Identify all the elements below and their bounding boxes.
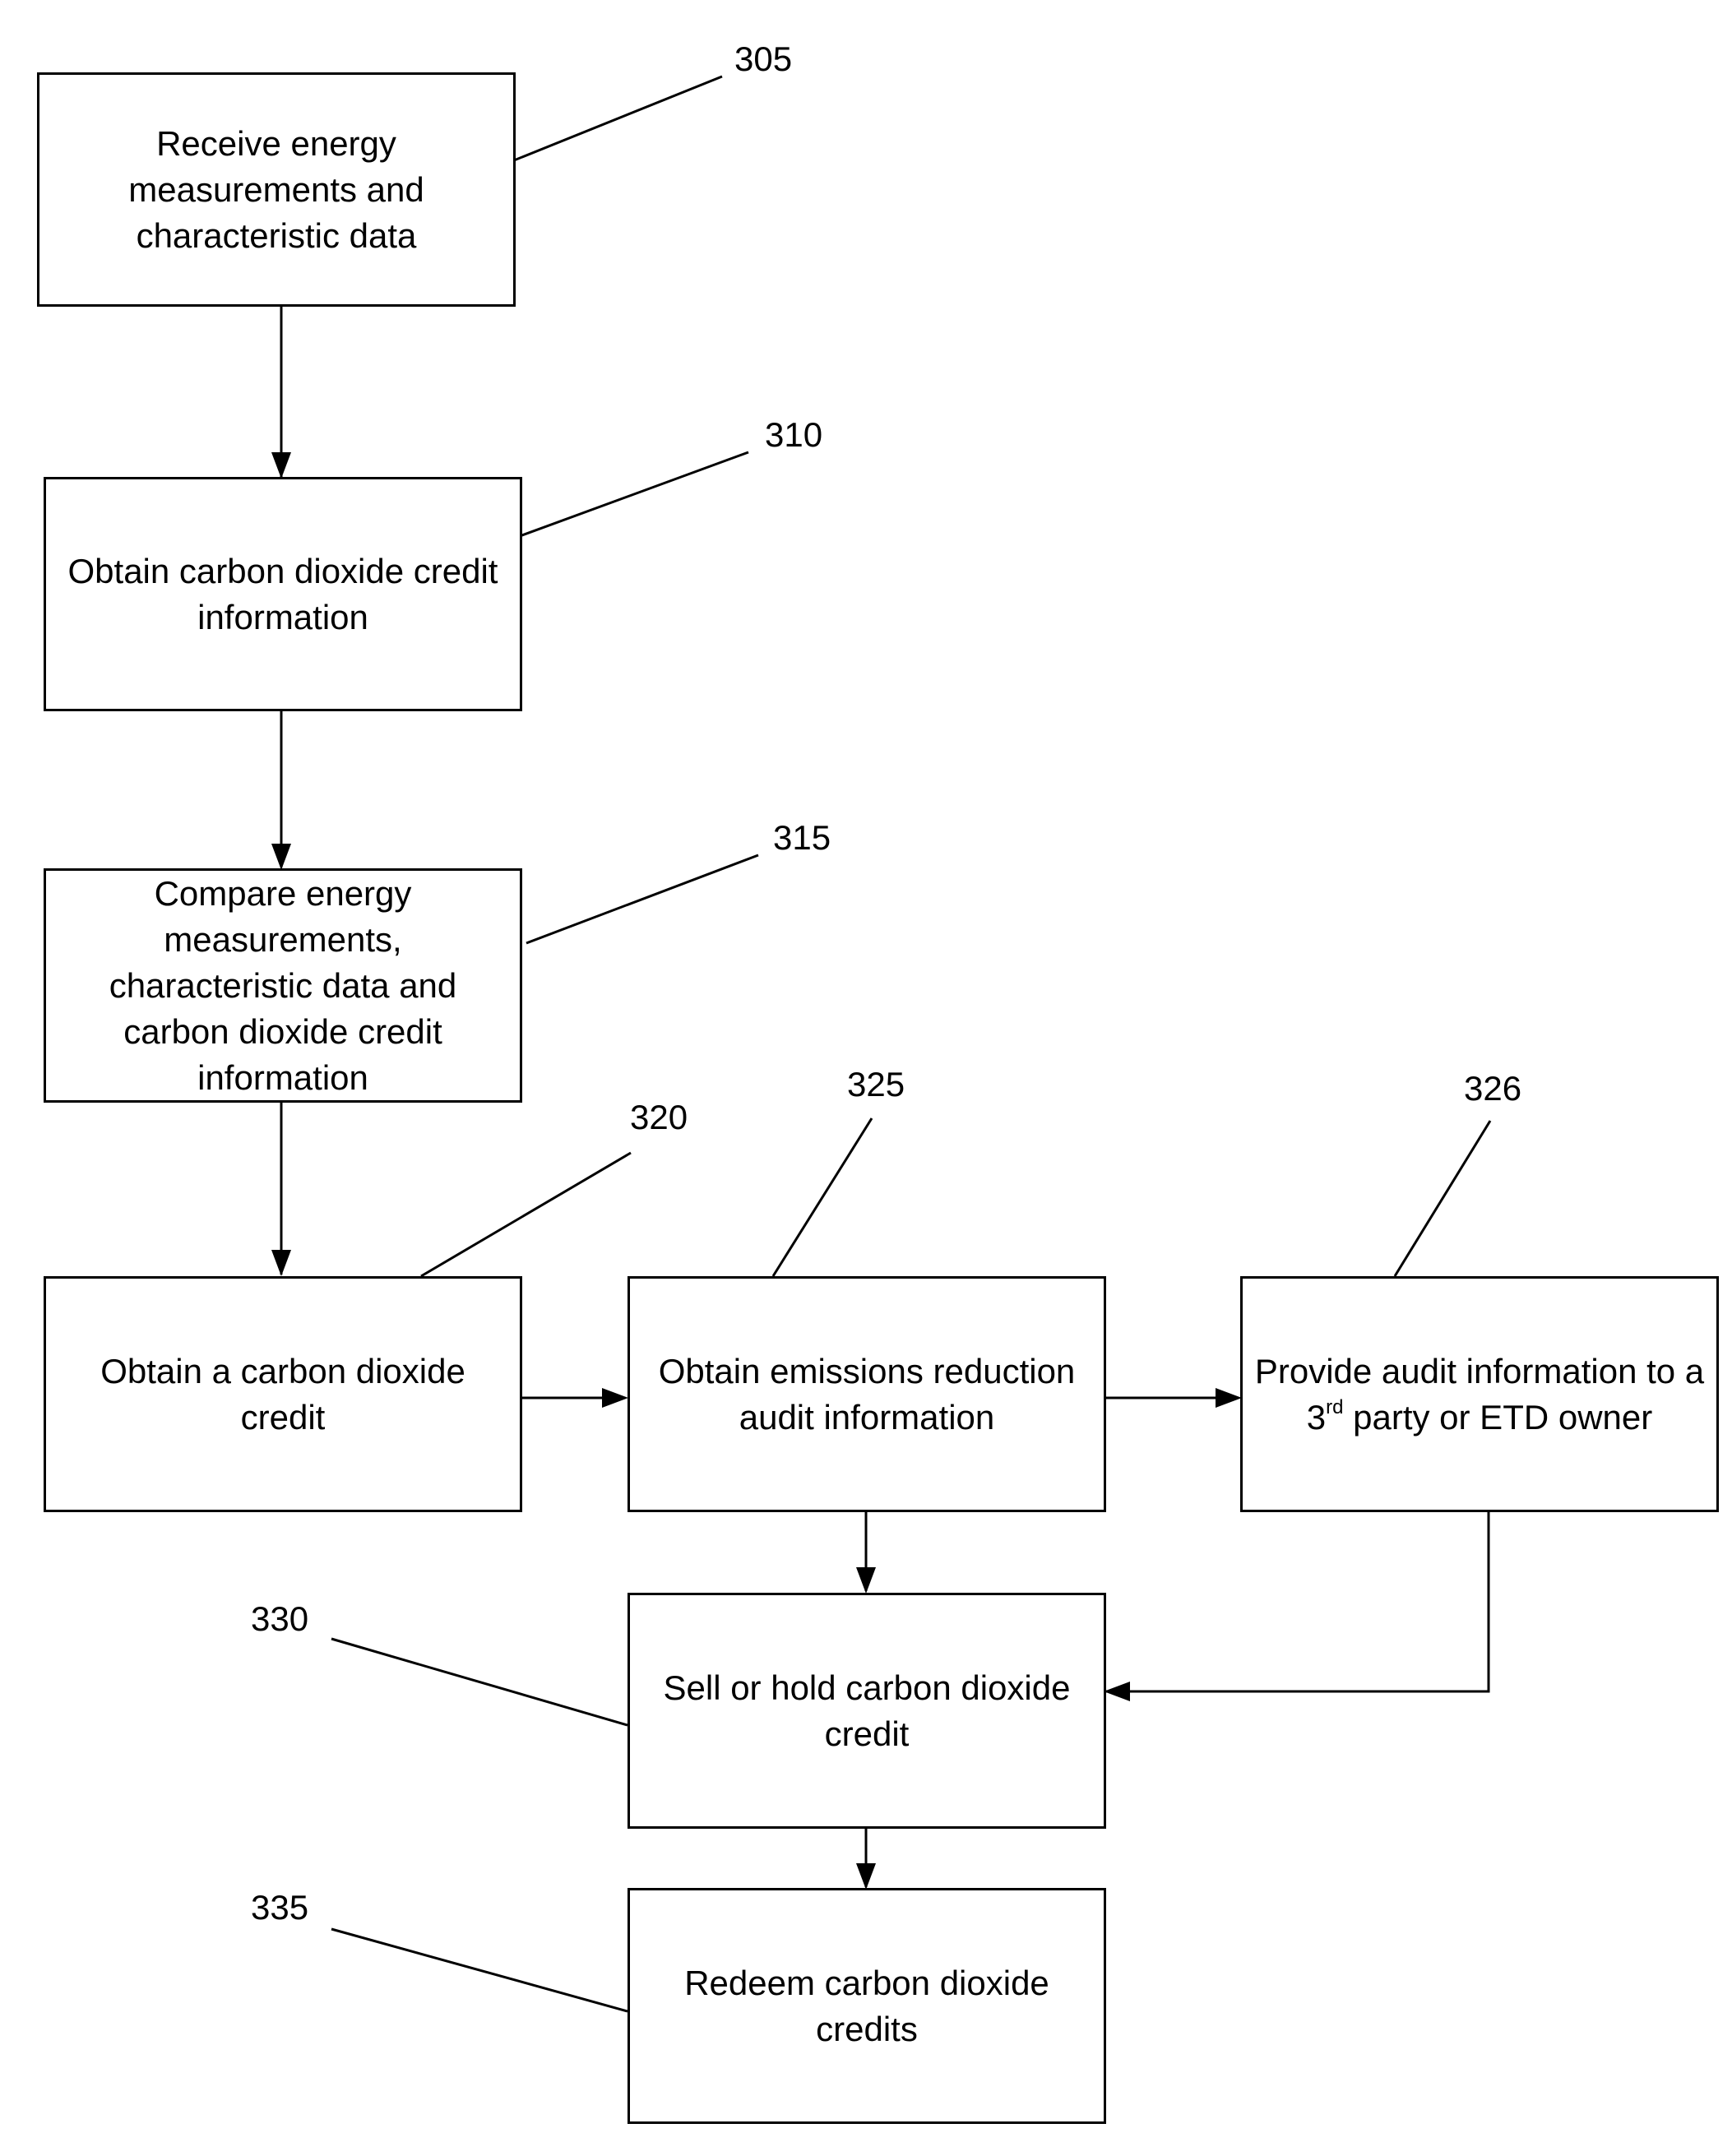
leader-line-310 [520,452,748,536]
step-text-310: Obtain carbon dioxide credit information [58,548,508,641]
ref-label-335: 335 [251,1888,308,1927]
step-text-326: Provide audit information to a 3rd party… [1254,1349,1705,1441]
step-text-330: Sell or hold carbon dioxide credit [641,1665,1092,1757]
step-text-305: Receive energy measurements and characte… [51,121,502,259]
step-box-330: Sell or hold carbon dioxide credit [628,1593,1106,1829]
arrowhead-310-to-315 [271,844,291,870]
step-text-320: Obtain a carbon dioxide credit [58,1349,508,1441]
ref-label-315: 315 [773,818,831,858]
step-text-315: Compare energy measurements, characteris… [58,871,508,1101]
step-box-310: Obtain carbon dioxide credit information [44,477,522,711]
step-box-315: Compare energy measurements, characteris… [44,868,522,1103]
leader-line-305 [514,76,722,160]
step-box-305: Receive energy measurements and characte… [37,72,516,307]
step-text-325: Obtain emissions reduction audit informa… [641,1349,1092,1441]
arrowhead-326-to-330 [1104,1682,1130,1701]
arrowhead-305-to-310 [271,452,291,479]
ref-label-305: 305 [734,39,792,79]
arrowhead-325-to-330 [856,1567,876,1594]
arrowhead-320-to-325 [602,1388,628,1408]
step-box-320: Obtain a carbon dioxide credit [44,1276,522,1512]
step-box-325: Obtain emissions reduction audit informa… [628,1276,1106,1512]
ref-label-320: 320 [630,1098,688,1137]
step-text-326-after: party or ETD owner [1343,1398,1652,1437]
arrowhead-330-to-335 [856,1863,876,1890]
step-text-326-superscript: rd [1326,1396,1343,1418]
ref-label-330: 330 [251,1599,308,1639]
leader-line-335 [331,1929,628,2011]
step-box-326: Provide audit information to a 3rd party… [1240,1276,1719,1512]
leader-line-330 [331,1639,628,1725]
step-box-335: Redeem carbon dioxide credits [628,1888,1106,2124]
leader-line-326 [1395,1121,1490,1276]
arrow-326-to-330 [1106,1510,1489,1691]
ref-label-326: 326 [1464,1069,1521,1108]
leader-line-325 [773,1118,872,1276]
leader-line-320 [421,1153,631,1276]
arrowhead-325-to-326 [1216,1388,1242,1408]
ref-label-310: 310 [765,415,822,455]
ref-label-325: 325 [847,1065,905,1104]
leader-line-315 [526,855,758,943]
arrowhead-315-to-320 [271,1250,291,1276]
step-text-335: Redeem carbon dioxide credits [641,1960,1092,2052]
